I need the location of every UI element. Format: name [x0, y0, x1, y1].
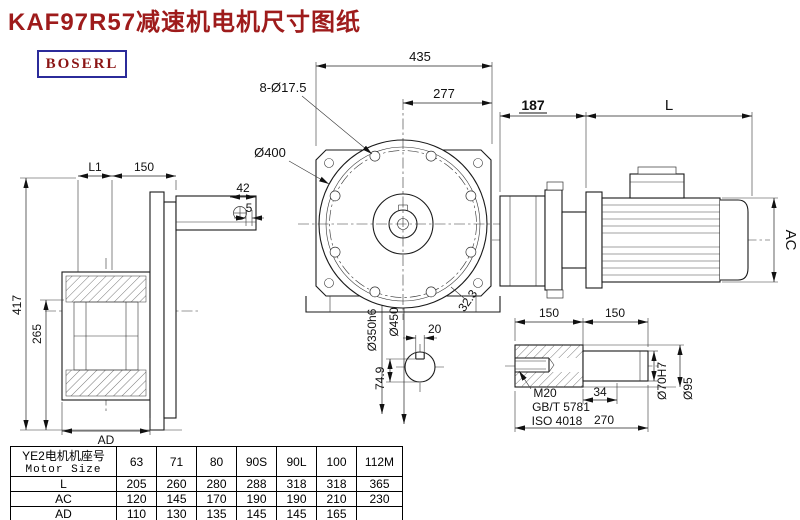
shaft-dia-95-label: Ø95: [681, 377, 695, 400]
dim-187-label: 187: [521, 97, 545, 113]
page-title: KAF97R57减速机电机尺寸图纸: [8, 9, 362, 36]
spigot-diameter-label: Ø350h6: [365, 308, 379, 351]
table-header-cell: YE2电机机座号 Motor Size: [10, 446, 117, 477]
main-diameter-label: Ø400: [254, 145, 286, 160]
dim-ad-label: AD: [98, 433, 115, 447]
terminal-box: [629, 173, 685, 199]
cell: 260: [156, 476, 197, 492]
shaft-dia-70-label: Ø70H7: [655, 362, 669, 400]
cell: 135: [196, 506, 237, 520]
row-label: L: [10, 476, 117, 492]
flange-diameter-label: Ø450: [387, 307, 401, 337]
cell: 120: [116, 491, 157, 507]
fan-cover: [720, 199, 749, 281]
standard-gb-label: GB/T 5781: [532, 400, 590, 414]
shaft-section-view: 20 74.9: [373, 322, 444, 392]
cell: 110: [116, 506, 157, 520]
cell: 318: [276, 476, 317, 492]
cell: 165: [316, 506, 357, 520]
thread-label: M20: [533, 386, 557, 400]
cell: [356, 506, 403, 520]
cell: 205: [116, 476, 157, 492]
motor-fins: [602, 204, 720, 276]
dim-34-label: 34: [593, 385, 607, 399]
left-side-view: L1 150 42 5 417 265 AD Ø350h6 Ø450: [10, 160, 407, 447]
motor-size-table: YE2电机机座号 Motor Size 63 71 80 90S 90L 100…: [10, 446, 403, 520]
standard-iso-label: ISO 4018: [532, 414, 583, 428]
dim-42-label: 42: [236, 181, 250, 195]
dim-l1-label: L1: [88, 160, 102, 174]
cell: 145: [156, 491, 197, 507]
col-header: 112M: [356, 446, 403, 477]
col-header: 90S: [236, 446, 277, 477]
front-view: 435 277 8-Ø17.5 Ø400 32.3: [254, 49, 508, 320]
brand-logo: BOSERL: [37, 50, 127, 78]
section-height-label: 74.9: [373, 366, 387, 390]
keyway-width-label: 20: [428, 322, 442, 336]
col-header: 80: [196, 446, 237, 477]
cell: 170: [196, 491, 237, 507]
bolt-holes-label: 8-Ø17.5: [260, 80, 307, 95]
col-header: 63: [116, 446, 157, 477]
col-header: 71: [156, 446, 197, 477]
dim-270-label: 270: [594, 413, 614, 427]
dim-417-label: 417: [10, 295, 24, 315]
motor-ac-label: AC: [782, 230, 799, 251]
table-row: AC 120 145 170 190 190 210 230: [10, 491, 403, 507]
motor-length-label: L: [665, 97, 673, 114]
table-row: L 205 260 280 288 318 318 365: [10, 476, 403, 492]
cell: 190: [276, 491, 317, 507]
cell: 230: [356, 491, 403, 507]
shaft-150b-label: 150: [605, 306, 625, 320]
cell: 130: [156, 506, 197, 520]
table-row: AD 110 130 135 145 145 165: [10, 506, 403, 520]
cell: 145: [236, 506, 277, 520]
dim-277-label: 277: [433, 86, 455, 101]
motor-side-view: 187 L AC: [492, 97, 799, 299]
dim-150-label: 150: [134, 160, 154, 174]
row-label: AD: [10, 506, 117, 520]
dim-435-label: 435: [409, 49, 431, 64]
cell: 280: [196, 476, 237, 492]
shaft-150a-label: 150: [539, 306, 559, 320]
col-header: 100: [316, 446, 357, 477]
row-label: AC: [10, 491, 117, 507]
cell: 210: [316, 491, 357, 507]
cell: 318: [316, 476, 357, 492]
output-shaft-detail: 150 150 M20 GB/T 5781 ISO 4018 34 270 Ø7…: [505, 306, 695, 432]
col-header: 90L: [276, 446, 317, 477]
table-header-en: Motor Size: [25, 464, 102, 476]
cell: 288: [236, 476, 277, 492]
dim-5-label: 5: [246, 201, 253, 215]
dim-265-label: 265: [30, 324, 44, 344]
cell: 365: [356, 476, 403, 492]
cell: 190: [236, 491, 277, 507]
cell: 145: [276, 506, 317, 520]
table-header-cn: YE2电机机座号: [22, 449, 105, 463]
